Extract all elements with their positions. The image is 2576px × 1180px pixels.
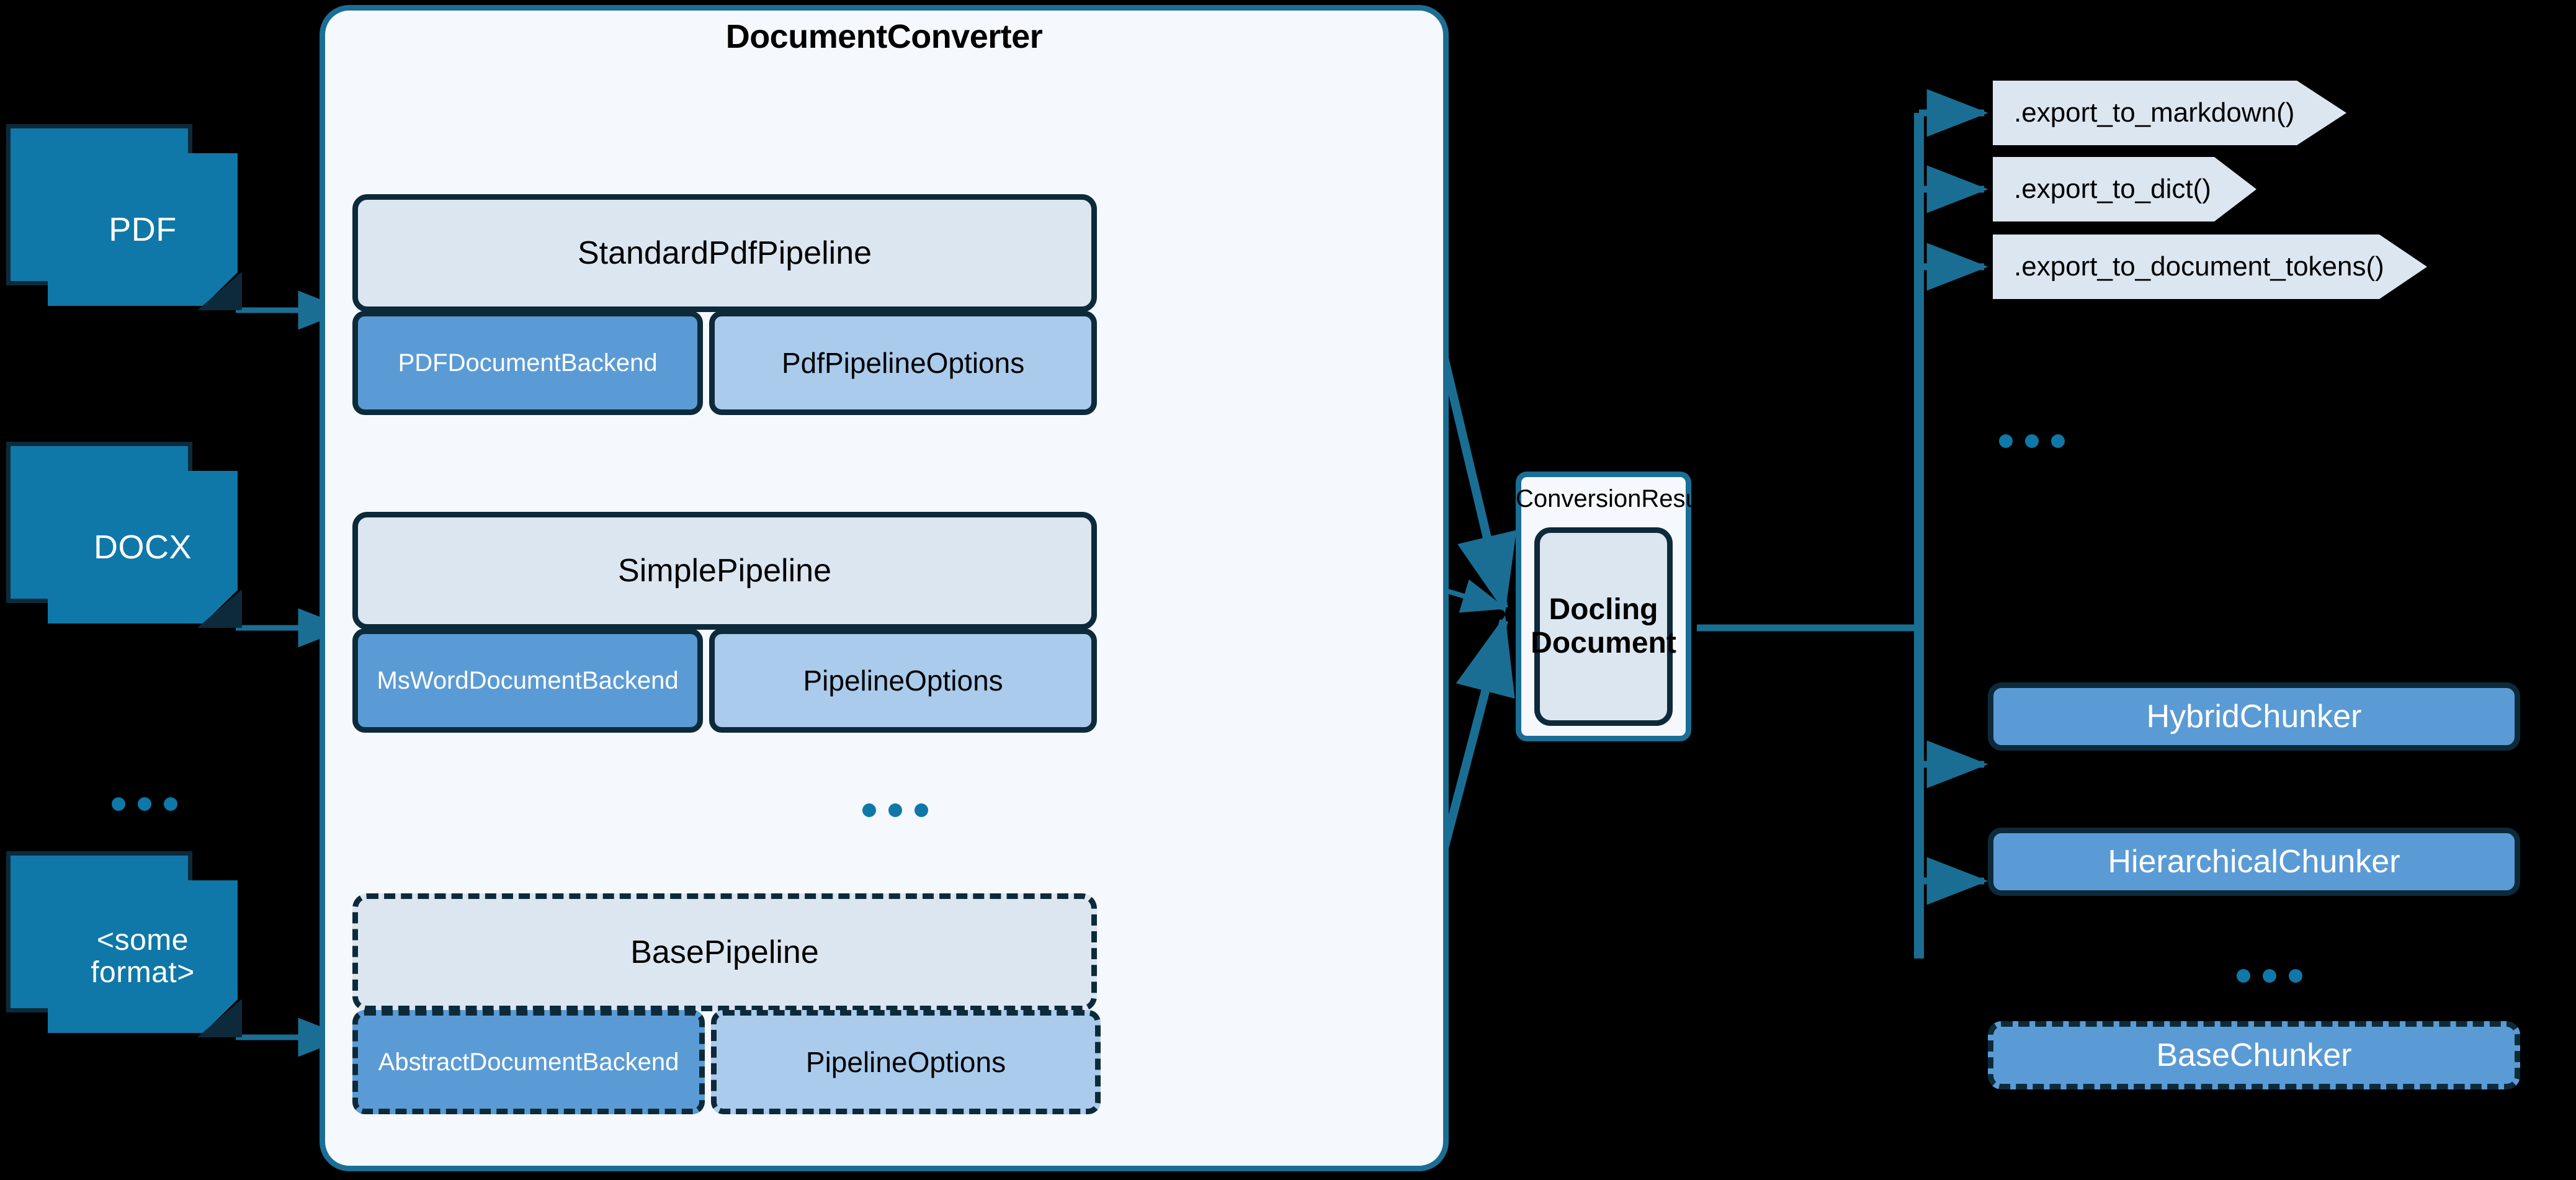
docling-document-box[interactable]: Docling Document — [1531, 527, 1676, 726]
chunker-label: HierarchicalChunker — [2108, 844, 2400, 880]
chunker-base[interactable]: BaseChunker — [1988, 1021, 2520, 1089]
export-method-markdown[interactable]: .export_to_markdown() — [1993, 81, 2346, 145]
export-method-dict[interactable]: .export_to_dict() — [1993, 157, 2256, 221]
conversion-result-title: ConversionResult — [1516, 485, 1712, 512]
chunkers-ellipsis — [2237, 969, 2302, 983]
doc-front-sheet — [48, 153, 238, 306]
input-document-label: <some format> — [91, 924, 195, 989]
pipeline-parts-row: AbstractDocumentBackend PipelineOptions — [352, 1010, 1102, 1114]
input-document-pdf[interactable]: PDF — [6, 124, 242, 310]
pipeline-name: StandardPdfPipeline — [577, 235, 872, 271]
chunker-hierarchical[interactable]: HierarchicalChunker — [1988, 828, 2520, 896]
chunker-label: BaseChunker — [2156, 1037, 2352, 1073]
pipeline-group-basepipeline[interactable]: BasePipeline AbstractDocumentBackend Pip… — [347, 893, 1102, 1114]
pipeline-name: SimplePipeline — [618, 553, 831, 589]
pipeline-backend-box[interactable]: PDFDocumentBackend — [352, 311, 704, 415]
pipeline-name-box[interactable]: StandardPdfPipeline — [352, 194, 1097, 312]
pipeline-backend-label: AbstractDocumentBackend — [378, 1048, 679, 1076]
pipeline-options-label: PipelineOptions — [803, 664, 1003, 697]
pipelines-ellipsis — [862, 803, 928, 817]
document-converter-title: DocumentConverter — [725, 18, 1043, 55]
export-method-document-tokens[interactable]: .export_to_document_tokens() — [1993, 235, 2427, 299]
pipeline-backend-box[interactable]: MsWordDocumentBackend — [352, 628, 704, 733]
pipeline-backend-box[interactable]: AbstractDocumentBackend — [352, 1010, 705, 1114]
pipeline-options-box[interactable]: PipelineOptions — [711, 1010, 1101, 1114]
input-document-label: PDF — [109, 210, 177, 248]
pipeline-parts-row: MsWordDocumentBackend PipelineOptions — [352, 628, 1097, 733]
doc-front-sheet — [48, 471, 238, 624]
pipeline-name-box[interactable]: BasePipeline — [352, 893, 1097, 1011]
input-document-docx[interactable]: DOCX — [6, 442, 242, 628]
pipeline-backend-label: PDFDocumentBackend — [398, 349, 658, 377]
input-document-label: DOCX — [93, 528, 192, 566]
input-documents-ellipsis — [112, 797, 177, 811]
pipeline-backend-label: MsWordDocumentBackend — [377, 666, 679, 694]
export-method-label: .export_to_dict() — [2014, 174, 2211, 204]
pipeline-group-standardpdfpipeline[interactable]: StandardPdfPipeline PDFDocumentBackend P… — [352, 194, 1097, 415]
pipeline-options-label: PdfPipelineOptions — [781, 347, 1025, 379]
chunker-hybrid[interactable]: HybridChunker — [1988, 682, 2520, 751]
pipeline-options-box[interactable]: PipelineOptions — [709, 628, 1097, 733]
pipeline-name: BasePipeline — [630, 934, 819, 970]
exports-ellipsis — [1999, 434, 2065, 448]
input-document-other-format[interactable]: <some format> — [6, 851, 242, 1037]
export-method-label: .export_to_markdown() — [2014, 97, 2295, 128]
pipeline-parts-row: PDFDocumentBackend PdfPipelineOptions — [352, 311, 1097, 415]
chunker-label: HybridChunker — [2146, 699, 2362, 735]
pipeline-name-box[interactable]: SimplePipeline — [352, 512, 1097, 630]
doc-front-sheet — [48, 880, 238, 1033]
pipeline-options-label: PipelineOptions — [805, 1046, 1006, 1078]
pipeline-group-simplepipeline[interactable]: SimplePipeline MsWordDocumentBackend Pip… — [352, 512, 1097, 733]
pipeline-options-box[interactable]: PdfPipelineOptions — [709, 311, 1097, 415]
export-method-label: .export_to_document_tokens() — [2014, 251, 2384, 282]
